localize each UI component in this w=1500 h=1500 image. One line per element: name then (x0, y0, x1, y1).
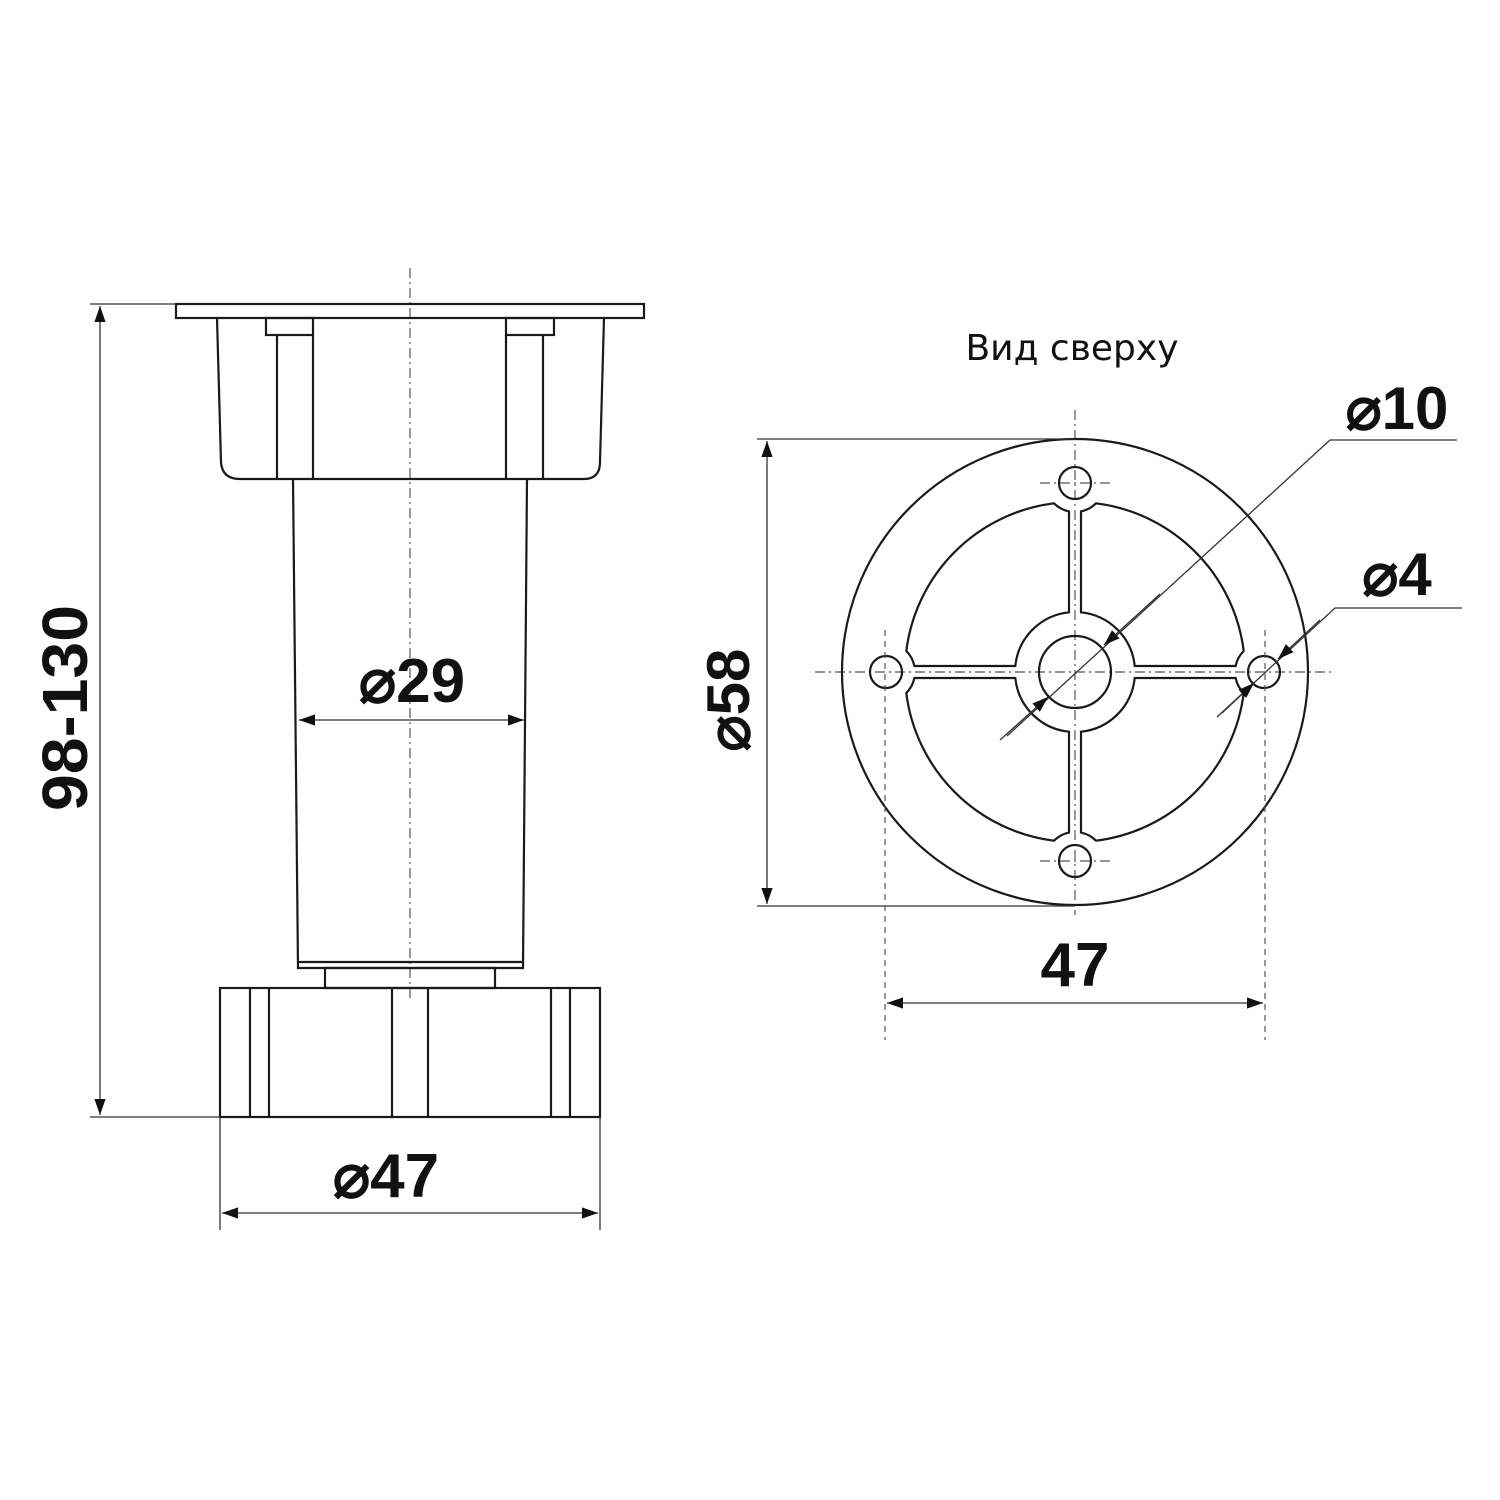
center-hole-label: ⌀10 (1346, 375, 1449, 442)
top-view: Вид сверху ⌀58 (695, 328, 1462, 1040)
outer-diameter-dimension: ⌀58 (695, 438, 1075, 907)
center-hole-dimension: ⌀10 (999, 375, 1457, 741)
top-view-title: Вид сверху (965, 328, 1178, 369)
side-view: 98-130 ⌀29 ⌀47 (29, 268, 646, 1230)
center-hole (1037, 634, 1113, 710)
top-cup (215, 317, 606, 481)
hole-spacing-label: 47 (1041, 931, 1110, 1000)
cup-slots (264, 316, 556, 479)
tube-diameter-dimension: ⌀29 (299, 647, 524, 726)
outer-diameter-label: ⌀58 (695, 649, 762, 752)
foot-diameter-label: ⌀47 (333, 1142, 439, 1211)
foot-diameter-dimension: ⌀47 (219, 1117, 601, 1230)
height-dimension: 98-130 (29, 303, 220, 1118)
tube-diameter-label: ⌀29 (359, 647, 465, 716)
hole-spacing-dimension: 47 (884, 630, 1266, 1040)
mounting-holes (868, 465, 1282, 879)
mount-hole-dimension: ⌀4 (1216, 541, 1462, 718)
mounting-plate (174, 302, 646, 320)
mount-hole-label: ⌀4 (1362, 541, 1432, 608)
plate-cutouts (868, 465, 1282, 879)
height-label: 98-130 (29, 605, 101, 811)
foot (218, 986, 602, 1119)
